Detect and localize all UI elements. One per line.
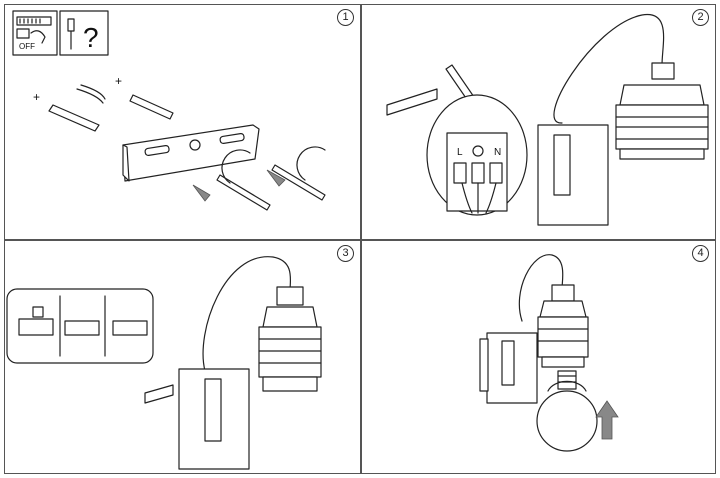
lamp-socket-icon: [615, 62, 709, 160]
tools-question-mark: ?: [83, 22, 99, 53]
power-off-icon: OFF: [12, 10, 58, 56]
step-2-panel: 2 L N: [361, 4, 716, 240]
wall-plate-icon: [537, 124, 609, 226]
wall-plate-icon: [178, 368, 250, 470]
terminal-block-inset: L N: [426, 94, 528, 216]
up-arrow-icon: [595, 400, 619, 440]
step-4-illustration: [479, 254, 619, 452]
screw-arrows-icon: [192, 146, 326, 211]
step-3-illustration: [6, 256, 322, 470]
bracket-icon: [144, 384, 174, 404]
earth-symbol-icon: [472, 145, 484, 157]
neutral-terminal-label: N: [494, 147, 501, 158]
svg-text:+: +: [33, 90, 40, 104]
step-number: 4: [692, 245, 709, 262]
step-4-panel: 4: [361, 240, 716, 474]
lamp-socket-icon: [258, 286, 322, 392]
step-number: 3: [337, 245, 354, 262]
step-number: 1: [337, 9, 354, 26]
step-1-illustration: OFF ? + +: [12, 10, 326, 211]
live-terminal-label: L: [457, 147, 463, 158]
rotate-arrow-icon: [547, 380, 587, 392]
wall-plugs-icon: + +: [33, 74, 174, 132]
wall-plate-icon: [479, 332, 538, 404]
tools-icon: ?: [59, 10, 109, 56]
step-3-panel: 3: [4, 240, 361, 474]
step-2-illustration: L N: [386, 14, 709, 226]
off-label: OFF: [19, 42, 35, 51]
step-1-panel: 1 OFF ? + +: [4, 4, 361, 240]
light-bulb-icon: [536, 370, 598, 452]
mounting-instructions-inset: [6, 288, 154, 364]
wall-plug-icon: [386, 88, 438, 116]
svg-text:+: +: [115, 74, 122, 88]
lamp-socket-icon: [537, 284, 589, 368]
mounting-bracket-icon: [122, 124, 260, 182]
step-number: 2: [692, 9, 709, 26]
